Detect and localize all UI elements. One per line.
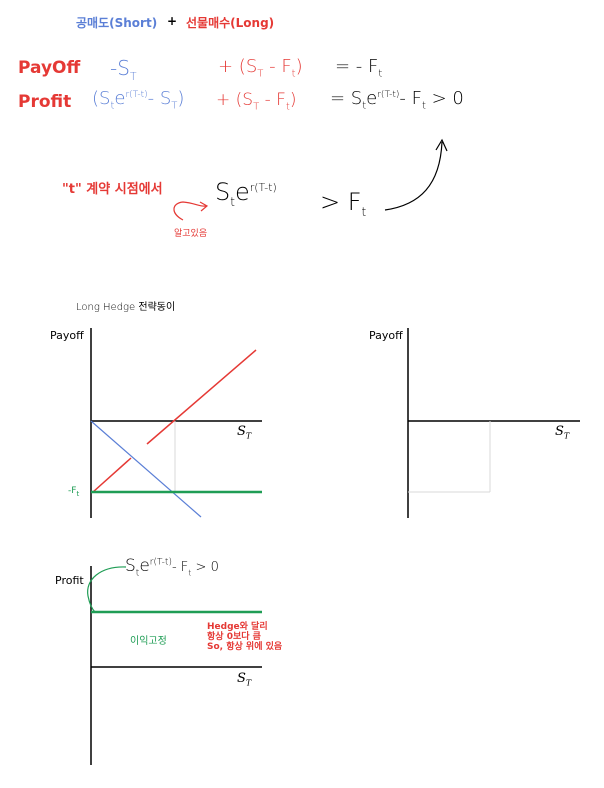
chart1-xlabel: ST xyxy=(237,424,252,441)
payoff-row-label: PayOff xyxy=(18,58,81,78)
chart3-annotation: Ster(T-t)- Ft > 0 xyxy=(125,556,219,579)
futures-buy-label: 선물매수(Long) xyxy=(186,16,275,30)
red-curve-arrow xyxy=(173,201,207,221)
known-note: 알고있음 xyxy=(174,229,208,239)
chart3-xlabel: ST xyxy=(237,671,252,688)
chart1-long-payoff-lower xyxy=(92,457,132,493)
profit-short-term: (Ster(T-t)- ST) xyxy=(92,88,185,112)
header-plus: + xyxy=(167,14,178,28)
chart2 xyxy=(407,328,580,518)
chart2-ylabel: Payoff xyxy=(369,329,403,342)
red-arrow-head xyxy=(199,201,209,212)
arrow-to-profit xyxy=(384,141,443,211)
chart1-neg-ft-label: -Ft xyxy=(68,486,80,498)
chart1-short-payoff xyxy=(90,420,202,518)
chart3-brace xyxy=(87,566,127,613)
profit-row-label: Profit xyxy=(18,92,72,112)
fixed-profit-label: 이익고정 xyxy=(130,636,167,647)
profit-result: = Ster(T-t)- Ft > 0 xyxy=(330,88,464,112)
chart1-long-payoff-upper xyxy=(146,349,257,445)
payoff-short-term: -ST xyxy=(110,56,137,83)
profit-long-term: + (ST - Ft) xyxy=(216,90,297,113)
chart2-xlabel: ST xyxy=(555,424,570,441)
arrow-head xyxy=(435,138,448,152)
payoff-long-term: + (ST - Ft) xyxy=(218,56,303,80)
payoff-result: = - Ft xyxy=(335,56,383,80)
forward-gt: > Ft xyxy=(320,188,367,219)
chart1 xyxy=(90,328,262,518)
forward-inequality: Ster(T-t) xyxy=(215,178,277,209)
chart3-ylabel: Profit xyxy=(55,574,84,587)
chart3-note: Hedge와 달리 항상 0보다 큼 So, 항상 위에 있음 xyxy=(207,622,283,652)
chart1-ylabel: Payoff xyxy=(50,329,84,342)
chart3 xyxy=(87,566,262,765)
contract-time-note: "t" 계약 시점에서 xyxy=(62,182,163,197)
long-hedge-title: Long Hedge 전략동이 xyxy=(76,302,176,313)
short-sell-label: 공매도(Short) xyxy=(76,16,158,30)
